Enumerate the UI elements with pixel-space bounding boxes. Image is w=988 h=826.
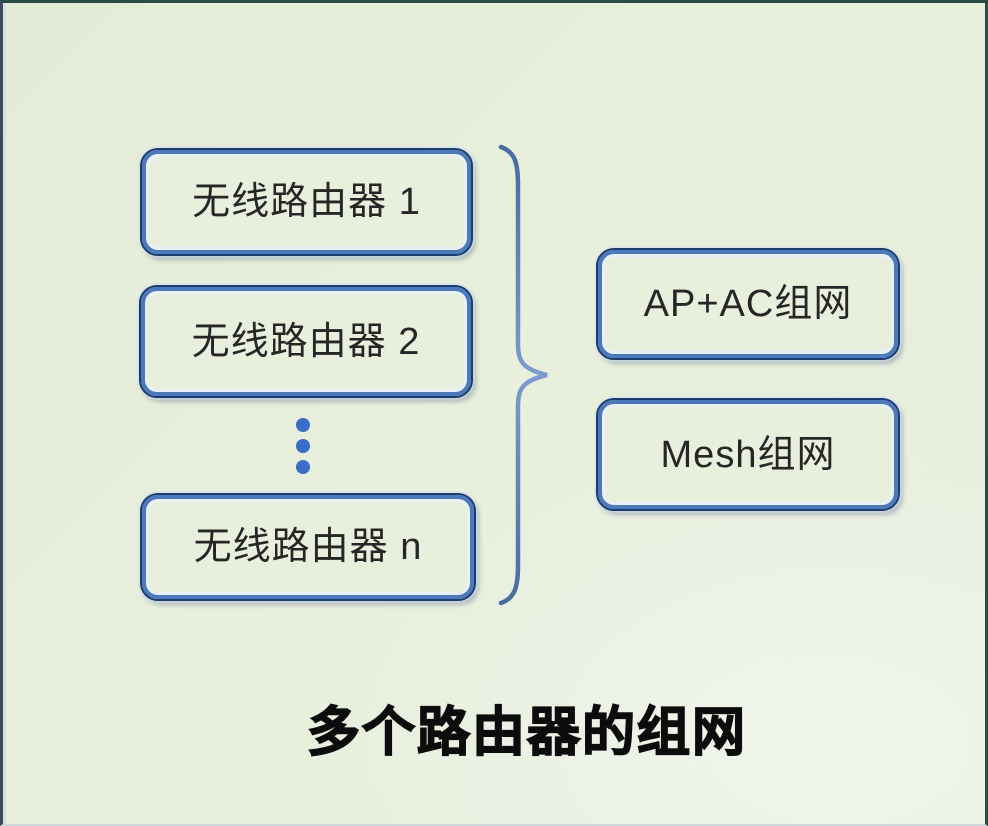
option-box-mesh: Mesh组网 [596,398,900,511]
router-box-n-label: 无线路由器 n [193,526,423,568]
ellipsis-dot-icon [296,460,310,474]
router-box-n: 无线路由器 n [140,493,476,601]
ellipsis-dot-icon [296,418,310,432]
router-box-2: 无线路由器 2 [139,285,473,398]
option-box-mesh-label: Mesh组网 [660,433,836,476]
option-box-ap-ac-label: AP+AC组网 [643,283,853,325]
router-box-1-label: 无线路由器 1 [192,181,421,223]
router-box-1: 无线路由器 1 [140,148,473,256]
ellipsis-dot-icon [296,439,310,453]
option-box-ap-ac: AP+AC组网 [596,248,900,360]
vertical-ellipsis-icon [296,418,310,474]
router-box-2-label: 无线路由器 2 [191,320,421,363]
slide-title: 多个路由器的组网 [306,702,747,762]
curly-brace-icon [498,144,548,606]
